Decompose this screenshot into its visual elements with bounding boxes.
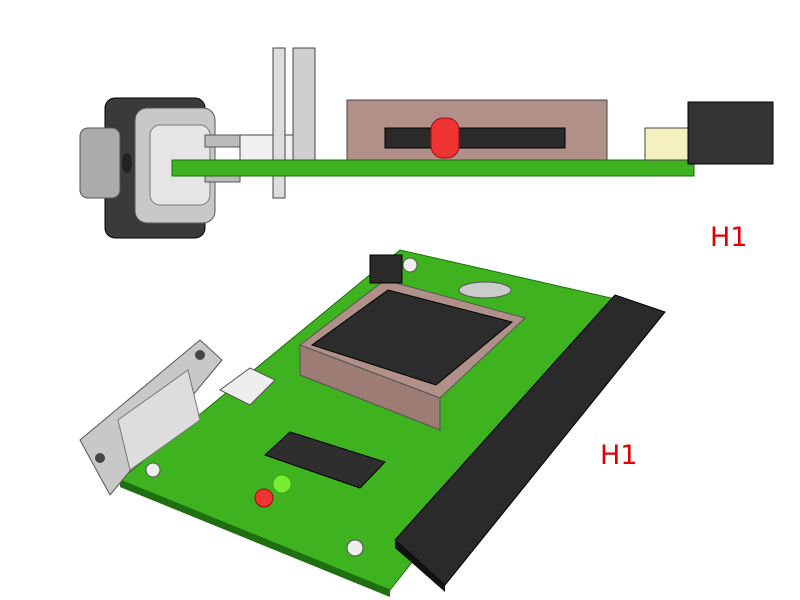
reset-button — [369, 254, 403, 284]
dip-ic-side — [384, 127, 566, 149]
dip-ic — [264, 431, 386, 489]
pin-header-connector — [394, 294, 666, 586]
pcb-side — [171, 159, 695, 177]
header-connector-side — [687, 101, 774, 165]
db9-connector — [79, 339, 223, 496]
iso-view-label: H1 — [600, 440, 638, 471]
side-view — [79, 47, 774, 239]
header — [219, 367, 276, 406]
led-red — [254, 488, 274, 508]
led-green — [272, 474, 292, 494]
led-red-side — [430, 117, 460, 159]
crystal — [458, 281, 512, 299]
iso-view — [79, 249, 666, 597]
side-view-label: H1 — [710, 222, 748, 253]
